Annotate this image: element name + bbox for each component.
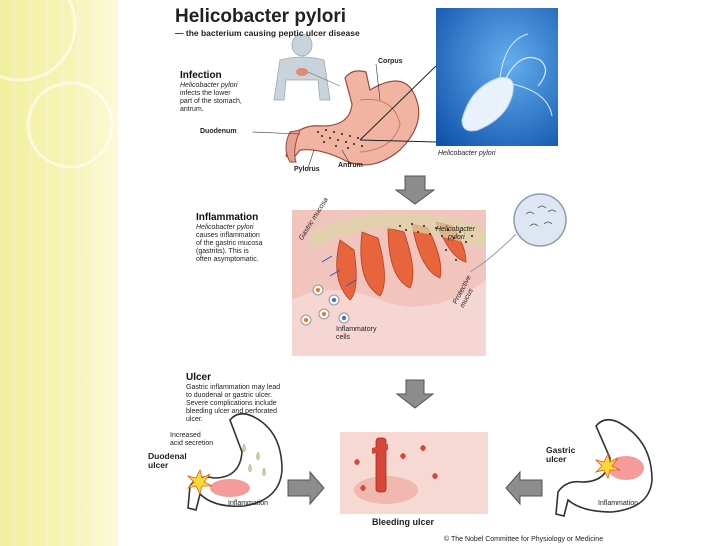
- label-antrum: Antrum: [338, 162, 363, 169]
- sidebar-rings: [0, 0, 114, 169]
- silhouette-stomach: [296, 68, 308, 76]
- label-increased-acid: Increased acid secretion: [170, 432, 214, 447]
- ulcer-heading: Ulcer: [186, 372, 212, 383]
- bacterium-micrograph: [436, 8, 558, 146]
- label-inflammatory-cells: Inflammatory cells: [336, 326, 377, 341]
- gastric-ulcer-stomach: [555, 418, 653, 517]
- infection-description: Helicobacter pylori infects the lower pa…: [180, 82, 242, 113]
- inflammation-description: Helicobacter pylori causes inflammation …: [196, 224, 263, 263]
- label-corpus: Corpus: [378, 58, 403, 65]
- duodenal-ulcer-stomach: [186, 412, 283, 511]
- micrograph-caption: Helicobacter pylori: [438, 150, 496, 157]
- decorative-sidebar: [0, 0, 118, 546]
- page-subtitle: — the bacterium causing peptic ulcer dis…: [175, 28, 360, 38]
- magnified-bacteria: [469, 193, 567, 273]
- human-silhouette: [273, 33, 331, 101]
- label-duodenum: Duodenum: [200, 128, 237, 135]
- down-arrow-2: [395, 379, 435, 409]
- down-arrow-1: [394, 175, 436, 205]
- label-inflammation-right: Inflammation: [598, 500, 639, 507]
- label-bleeding-ulcer: Bleeding ulcer: [372, 517, 435, 527]
- label-helicobacter: Helicobacter pylori: [436, 226, 475, 241]
- mucosa-illustration: [292, 210, 486, 356]
- ulcer-description: Gastric inflammation may lead to duodena…: [186, 384, 281, 423]
- stomach-illustration: [285, 70, 420, 166]
- label-gastric-ulcer: Gastric ulcer: [546, 445, 576, 464]
- right-arrow: [287, 470, 325, 506]
- inflammation-heading: Inflammation: [196, 212, 259, 223]
- infection-heading: Infection: [180, 70, 222, 81]
- label-inflammation-left: Inflammation: [228, 500, 269, 507]
- label-pylorus: Pylorus: [294, 166, 320, 173]
- page-title: Helicobacter pylori: [175, 6, 347, 27]
- left-arrow: [505, 470, 543, 506]
- credit-line: © The Nobel Committee for Physiology or …: [444, 536, 604, 543]
- bleeding-ulcer-illustration: [340, 432, 488, 514]
- label-duodenal-ulcer: Duodenal ulcer: [148, 451, 187, 470]
